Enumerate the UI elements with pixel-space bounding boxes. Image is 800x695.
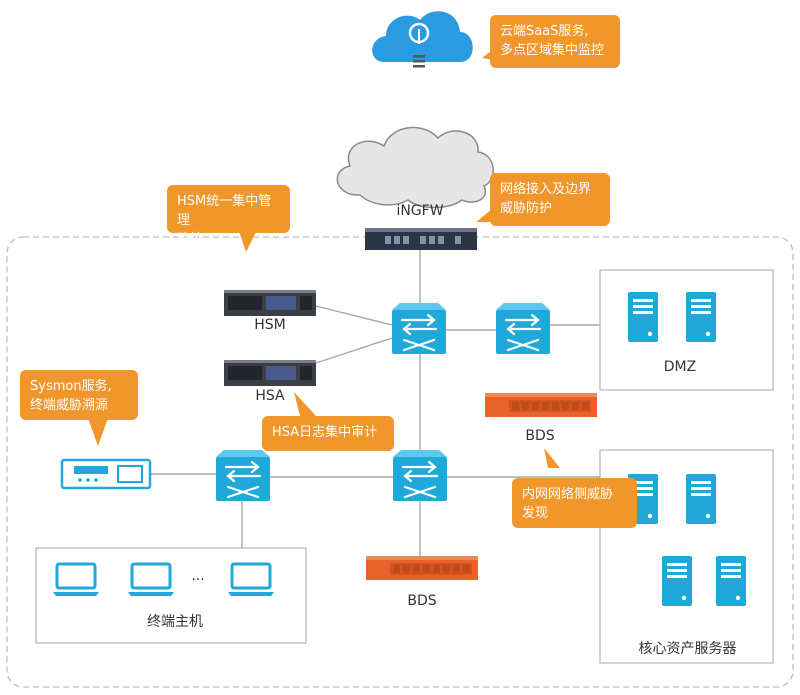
- dmz-switch-icon: [494, 301, 552, 356]
- core-switch-top-icon: [390, 301, 448, 356]
- core-servers-label: 核心资产服务器: [638, 641, 737, 657]
- sysmon-callout: Sysmon服务, 终端威胁溯源: [20, 370, 138, 420]
- firewall-appliance-icon: [365, 228, 477, 250]
- hsa-server-icon: [224, 360, 316, 386]
- network-links: [150, 248, 600, 557]
- dmz-zone: [599, 269, 774, 391]
- laptop-3-icon: [226, 562, 276, 598]
- dmz-server-2-icon: [686, 292, 716, 342]
- cloud-saas-callout: 云端SaaS服务, 多点区域集中监控: [490, 15, 620, 68]
- access-switch-icon: [214, 448, 272, 503]
- hsm-management-callout: HSM统一集中管理 监控: [167, 185, 290, 247]
- endpoints-label: 终端主机: [147, 614, 203, 630]
- core-server-4-icon: [716, 556, 746, 606]
- hsa-audit-callout: HSA日志集中审计: [262, 416, 394, 451]
- sensor-appliance-icon: [60, 458, 152, 490]
- hsa-label: HSA: [255, 388, 285, 404]
- core-server-3-icon: [662, 556, 692, 606]
- laptops-ellipsis: ...: [191, 568, 205, 584]
- bds-top-icon: [485, 393, 597, 417]
- bds-top-label: BDS: [525, 428, 555, 444]
- core-switch-bottom-icon: [391, 448, 449, 503]
- laptop-2-icon: [126, 562, 176, 598]
- endpoint-zone: [35, 547, 307, 644]
- ingfw-label: iNGFW: [396, 203, 444, 219]
- dmz-label: DMZ: [663, 359, 697, 375]
- laptop-1-icon: [51, 562, 101, 598]
- bds-bottom-label: BDS: [407, 593, 437, 609]
- core-server-zone: [599, 449, 774, 664]
- hsm-label: HSM: [254, 317, 286, 333]
- ingfw-edge-protection-callout: 网络接入及边界 威胁防护: [490, 173, 610, 226]
- core-server-2-icon: [686, 474, 716, 524]
- dmz-server-1-icon: [628, 292, 658, 342]
- bds-bottom-icon: [366, 556, 478, 580]
- internet-cloud-icon: [336, 126, 494, 209]
- intranet-detection-callout: 内网网络侧威胁 发现: [512, 478, 637, 528]
- hsm-server-icon: [224, 290, 316, 316]
- lightbulb-cloud-icon: [372, 11, 473, 68]
